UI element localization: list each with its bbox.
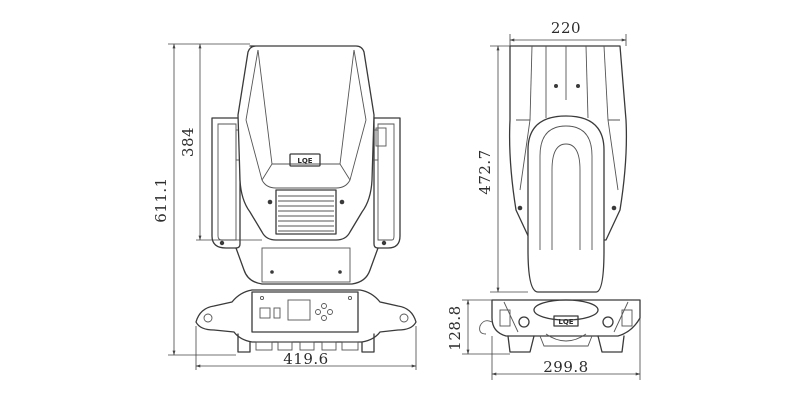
side-dimension-lines: [462, 34, 641, 380]
front-view: LQE: [152, 43, 417, 370]
side-view: LQE 220 47: [446, 19, 641, 380]
front-head-height-label: 384: [179, 127, 197, 157]
safety-cable: [479, 320, 493, 335]
side-base-height-label: 128.8: [446, 305, 464, 350]
side-yoke: [527, 115, 605, 293]
side-logo-text: LQE: [558, 318, 573, 326]
front-control-buttons: [315, 303, 333, 321]
front-logo-text: LQE: [297, 157, 312, 165]
front-head: LQE: [219, 45, 387, 246]
side-logo-badge: [553, 315, 579, 327]
front-total-height-label: 611.1: [152, 177, 170, 222]
side-head-height-label: 472.7: [476, 149, 494, 194]
front-base-width-label: 419.6: [283, 350, 328, 368]
front-base: [195, 289, 417, 353]
side-base-width-label: 299.8: [543, 358, 588, 376]
side-head-width-label: 220: [551, 19, 581, 37]
front-vent-grille: [278, 195, 334, 232]
front-dimension-lines: [168, 43, 417, 370]
front-logo-badge: [289, 153, 321, 167]
front-display-screen: [287, 299, 311, 321]
side-base: LQE: [479, 299, 641, 353]
